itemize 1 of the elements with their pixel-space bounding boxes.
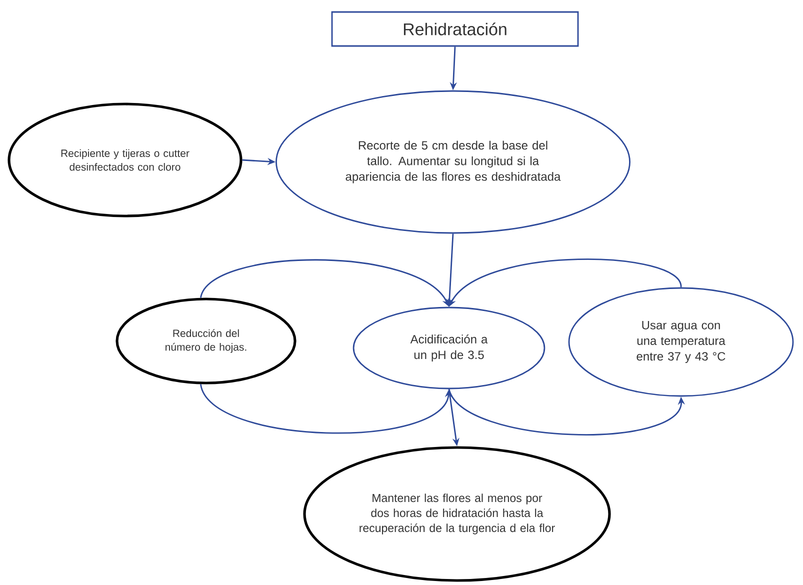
title-box: Rehidratación: [331, 11, 579, 47]
